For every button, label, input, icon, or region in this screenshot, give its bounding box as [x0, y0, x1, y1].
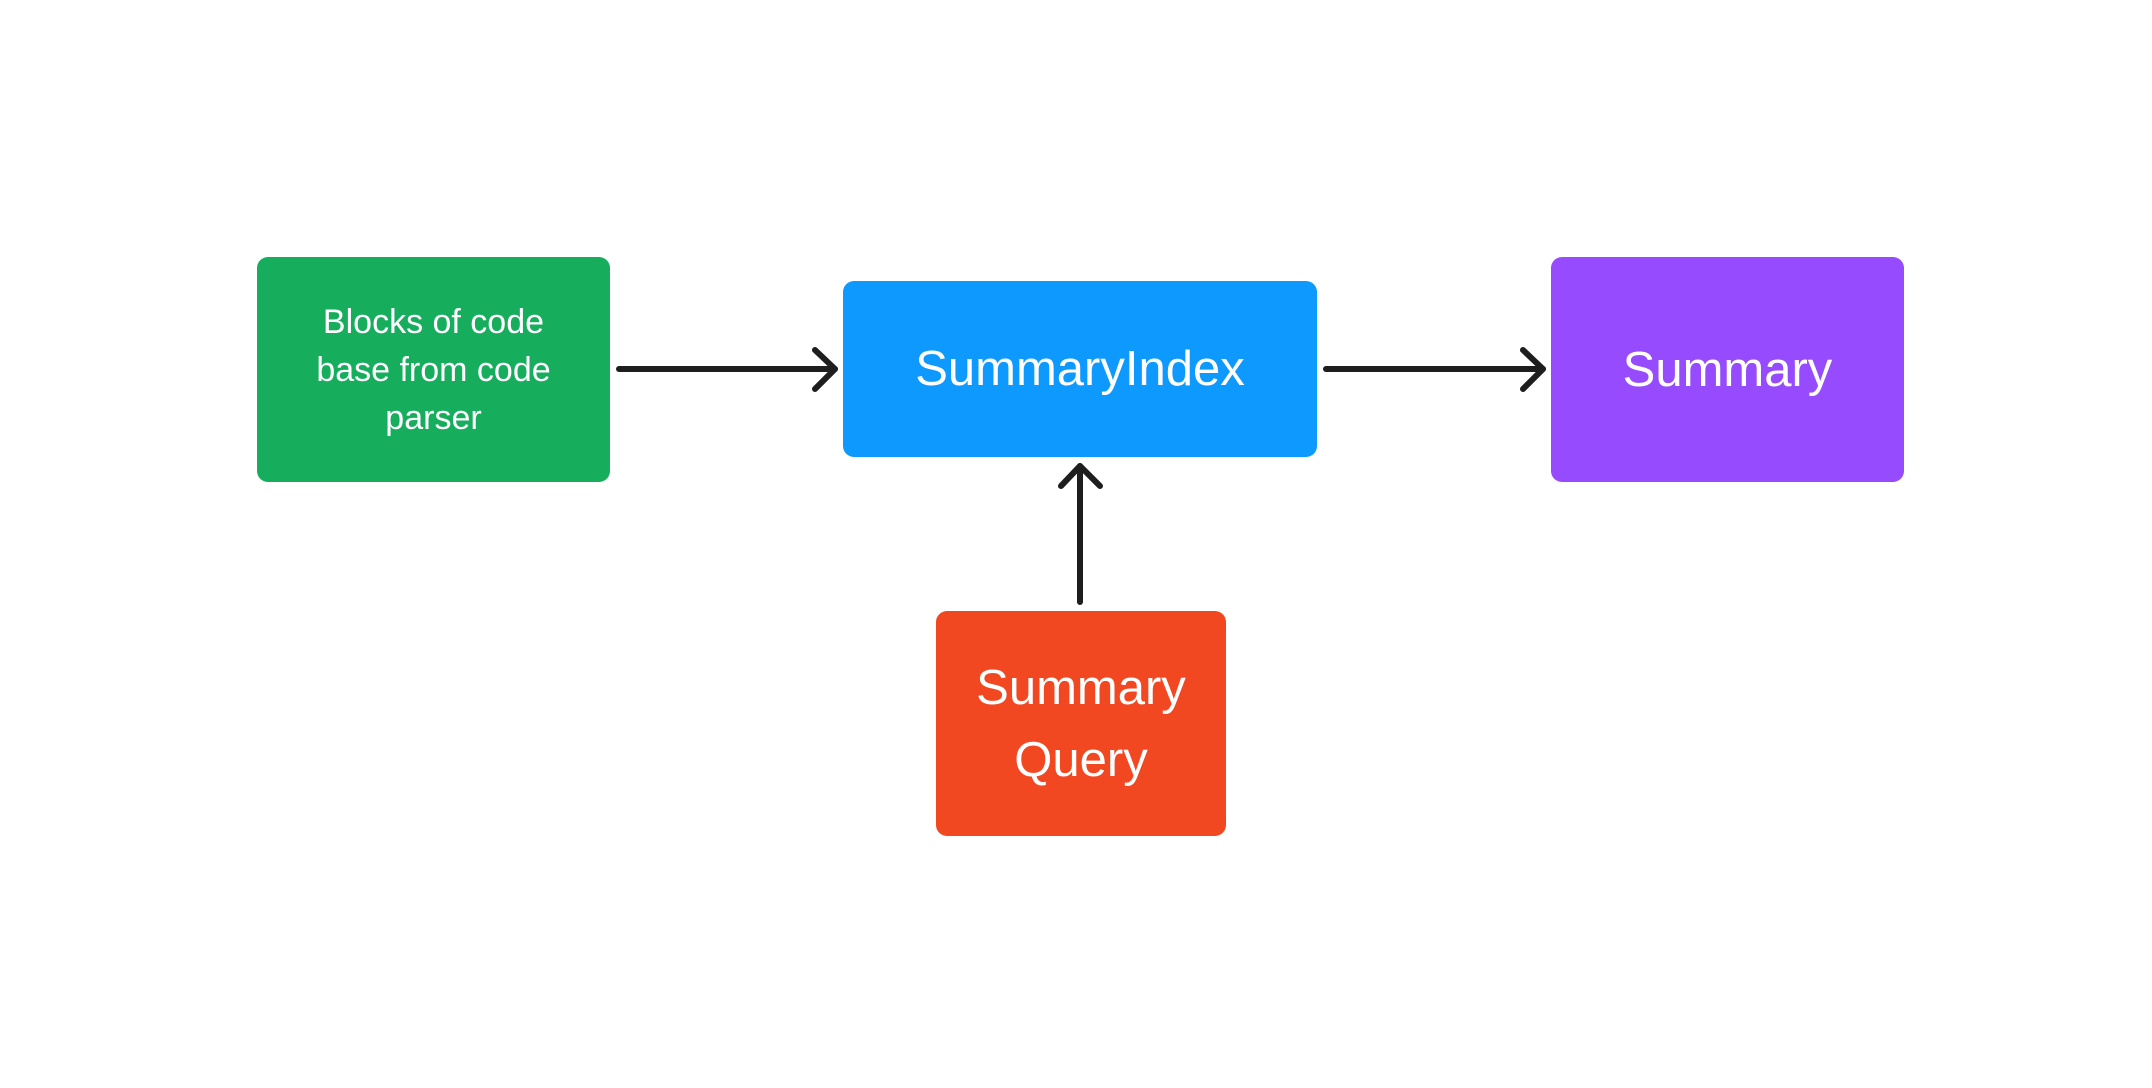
summary-node: Summary — [1551, 257, 1904, 482]
summary-query-node: Summary Query — [936, 611, 1226, 836]
arrow-index-to-summary — [1323, 347, 1546, 392]
summary-node-label: Summary — [1622, 342, 1833, 397]
source-node-label: Blocks of code base from code parser — [316, 302, 551, 437]
arrow-query-to-index — [1058, 463, 1103, 605]
summary-query-node-label: Summary Query — [976, 660, 1186, 787]
source-node: Blocks of code base from code parser — [257, 257, 610, 482]
arrow-source-to-index — [616, 347, 838, 392]
summary-index-node-label: SummaryIndex — [915, 342, 1245, 396]
summary-index-node: SummaryIndex — [843, 281, 1317, 457]
